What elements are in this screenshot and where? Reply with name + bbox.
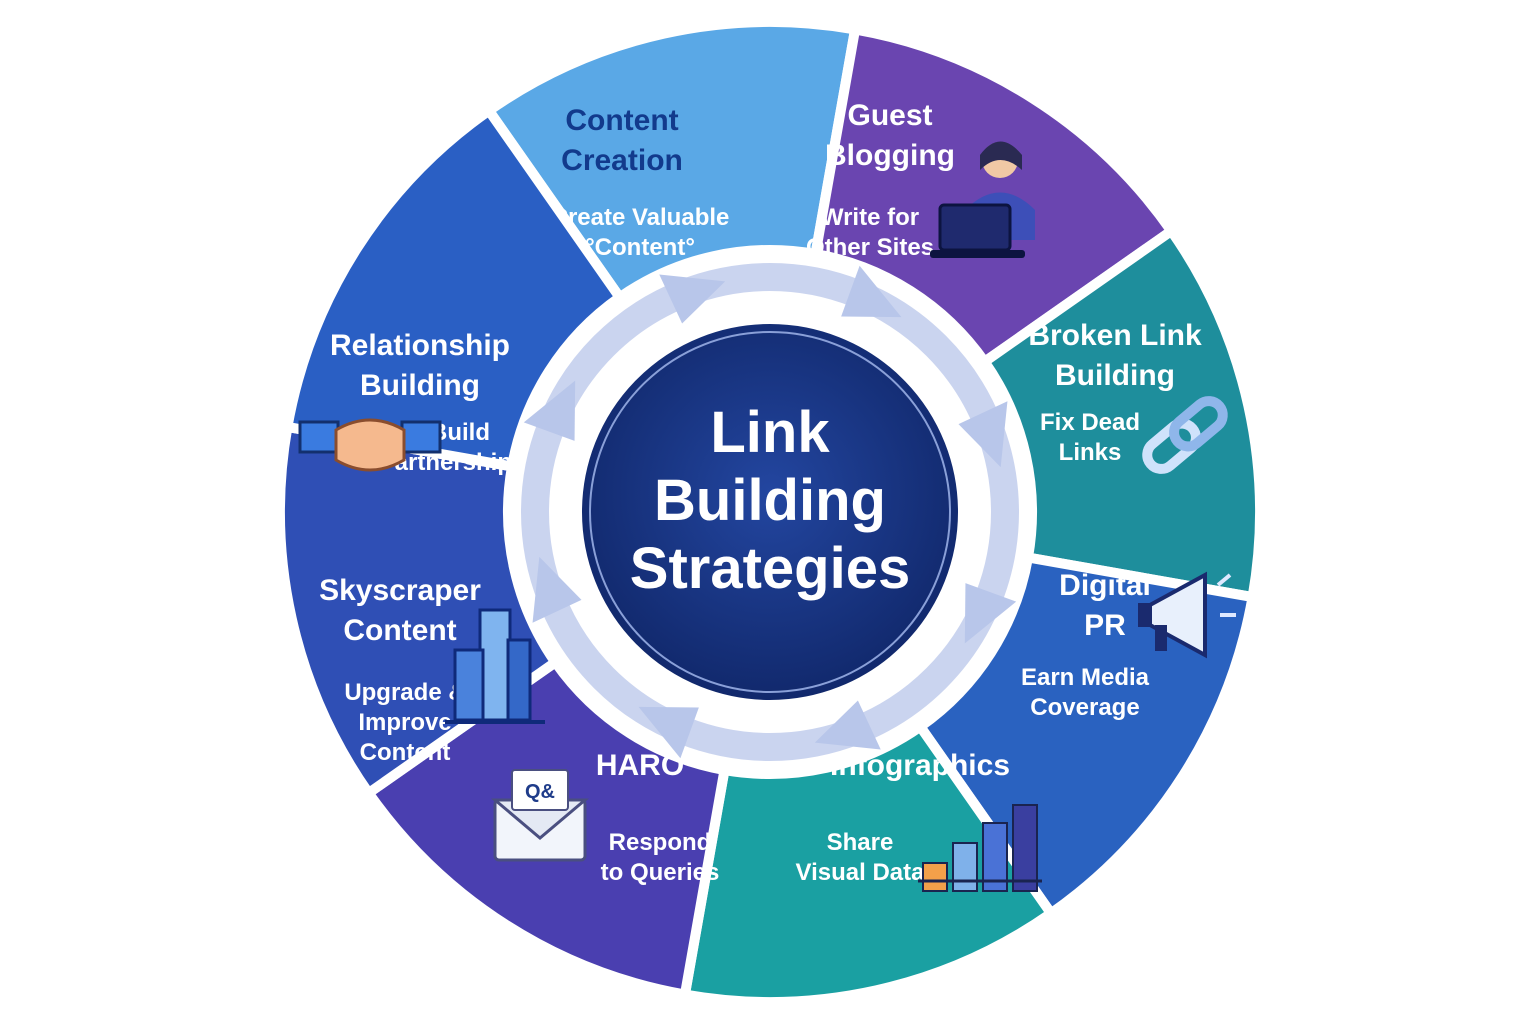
segment-title: Guest (847, 99, 932, 132)
segment-subtitle: Coverage (1030, 694, 1139, 721)
megaphone-icon (1138, 571, 1236, 659)
cycle-arrow (964, 583, 1017, 644)
cycle-arrow (532, 556, 582, 623)
segment-title: Skyscraper (319, 574, 481, 607)
segment-subtitle: °Content° (585, 234, 695, 261)
chain-link-icon (1142, 396, 1228, 474)
segment-subtitle: Upgrade & (344, 679, 465, 706)
segment-title: Relationship (330, 329, 510, 362)
segment-title: Building (360, 369, 480, 402)
person-laptop-icon (930, 141, 1035, 258)
cycle-track (521, 263, 1019, 761)
qa-envelope-icon: Q& (490, 769, 590, 862)
segment-subtitle: Links (1059, 439, 1122, 466)
qa-label: Q& (525, 781, 555, 803)
segment-subtitle: Share (827, 829, 894, 856)
cycle-arrow (958, 401, 1008, 468)
cycle-arrow (659, 274, 726, 324)
segment-subtitle: Visual Data (796, 859, 926, 886)
segment-title: HARO (596, 749, 684, 782)
center-circle (574, 316, 966, 708)
segment-title: Creation (561, 144, 683, 177)
center-title-line: Strategies (630, 536, 910, 601)
center-title-line: Link (710, 400, 830, 465)
segment-title: Content (565, 104, 678, 137)
cycle-arrow (814, 700, 881, 750)
segment-subtitle: Earn Media (1021, 664, 1150, 691)
cycle-arrow (523, 380, 576, 441)
segment-subtitle: Fix Dead (1040, 409, 1140, 436)
segment-title: Building (1055, 359, 1175, 392)
segment-subtitle: Content (360, 739, 451, 766)
handshake-icon (298, 418, 442, 472)
segment-subtitle: Create Valuable (551, 204, 730, 231)
cycle-arrow (841, 265, 902, 318)
segment-subtitle: Write for (821, 204, 919, 231)
segment-title: Broken Link (1028, 319, 1202, 352)
cycle-arrow (638, 706, 699, 759)
segment-title: Content (343, 614, 456, 647)
segment-subtitle: Respond (609, 829, 712, 856)
segment-subtitle: Improve (358, 709, 451, 736)
segment-title: Digital (1059, 569, 1151, 602)
center-title-line: Building (654, 468, 886, 533)
segment-subtitle: to Queries (601, 859, 720, 886)
segment-title: Blogging (825, 139, 955, 172)
center-inner-border (589, 331, 951, 693)
segment-title: PR (1084, 609, 1126, 642)
skyscraper-icon (445, 608, 545, 724)
bar-chart-icon (918, 804, 1042, 892)
